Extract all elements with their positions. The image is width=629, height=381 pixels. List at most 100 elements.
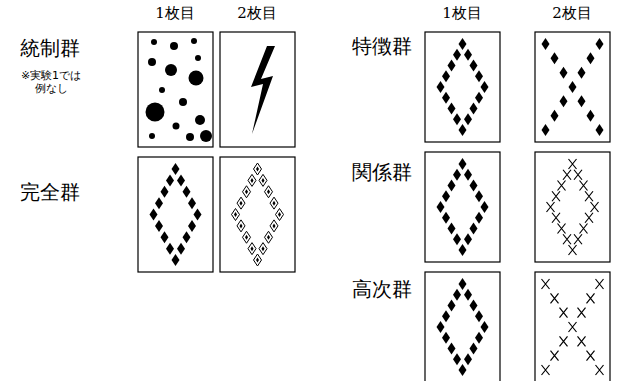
diamond-center (251, 178, 254, 183)
stimulus-card (425, 152, 500, 262)
diamond-mark (596, 38, 604, 50)
diamond-mark (448, 300, 456, 312)
stimulus-card (535, 152, 610, 262)
diamond-mark (437, 201, 445, 213)
dot (189, 71, 204, 86)
column-header: 1枚目 (155, 4, 195, 22)
stimulus-card (138, 32, 213, 147)
group-label: 関係群 (352, 160, 412, 184)
column-header: 2枚目 (552, 4, 592, 22)
diamond-mark (475, 190, 483, 202)
diamond-mark (177, 174, 185, 186)
card-frame (220, 32, 295, 147)
stimulus-card (425, 32, 500, 142)
group-label: 特徴群 (352, 34, 412, 58)
cross-mark (569, 322, 577, 332)
cross-mark (587, 351, 595, 361)
diamond-mark (459, 38, 467, 50)
diamond-mark (475, 310, 483, 322)
diamond-mark (464, 289, 472, 301)
diamond-mark (448, 60, 456, 72)
diamond-mark (448, 343, 456, 355)
hollow-diamond-mark (243, 231, 251, 243)
cross-mark (552, 191, 560, 201)
diamond-mark (448, 103, 456, 115)
hollow-diamond-mark (243, 186, 251, 198)
diamond-mark (442, 310, 450, 322)
diamond-mark (464, 49, 472, 61)
diamond-mark (442, 70, 450, 82)
diamond-center (278, 212, 281, 217)
card-frame (425, 152, 500, 262)
cross-mark (574, 170, 582, 180)
diamond-center (251, 246, 254, 251)
diamond-mark (470, 60, 478, 72)
diamond-mark (172, 254, 180, 266)
dot (159, 87, 165, 93)
diamond-mark (453, 49, 461, 61)
diamond-mark (475, 332, 483, 344)
cross-mark (558, 181, 566, 191)
diamond-mark (150, 209, 158, 221)
group-label: 統制群 (20, 36, 80, 60)
column-header: 2枚目 (237, 4, 277, 22)
cross-mark (596, 279, 604, 289)
diamond-mark (560, 95, 568, 107)
diamond-mark (470, 223, 478, 235)
diamond-center (240, 201, 243, 206)
diamond-center (267, 189, 270, 194)
cross-mark (587, 293, 595, 303)
diamond-mark (475, 212, 483, 224)
diamond-mark (453, 113, 461, 125)
diamond-mark (578, 67, 586, 79)
hollow-diamond-mark (232, 209, 240, 221)
cross-mark (552, 213, 560, 223)
diamond-mark (453, 169, 461, 181)
cross-mark (542, 279, 550, 289)
diamond-mark (442, 92, 450, 104)
cross-mark (551, 351, 559, 361)
diamond-mark (542, 38, 550, 50)
dot (148, 58, 156, 66)
group-label: 高次群 (352, 277, 412, 301)
card-frame (535, 272, 610, 381)
diamond-mark (542, 124, 550, 136)
diamond-mark (551, 52, 559, 64)
stimulus-card (535, 32, 610, 142)
cross-mark (596, 365, 604, 375)
cross-mark (551, 293, 559, 303)
diamond-mark (177, 243, 185, 255)
dot (186, 133, 194, 141)
dot (146, 103, 165, 122)
dot (195, 55, 201, 61)
diamond-mark (448, 180, 456, 192)
diamond-center (256, 258, 259, 263)
diamond-mark (442, 332, 450, 344)
diamond-mark (459, 364, 467, 376)
hollow-diamond-mark (259, 243, 267, 255)
lightning-bolt (251, 46, 275, 134)
dot (165, 64, 177, 76)
diamond-mark (587, 110, 595, 122)
dot (170, 42, 178, 50)
diamond-mark (155, 220, 163, 232)
diamond-mark (155, 197, 163, 209)
dot (151, 39, 157, 45)
diamond-mark (464, 113, 472, 125)
diamond-center (240, 223, 243, 228)
diamond-mark (166, 174, 174, 186)
card-frame (425, 272, 500, 381)
diamond-center (262, 178, 265, 183)
cross-mark (580, 181, 588, 191)
dot (173, 123, 180, 130)
diamond-mark (596, 124, 604, 136)
group-label: 完全群 (20, 180, 80, 204)
cross-mark (578, 336, 586, 346)
cross-mark (569, 159, 577, 169)
hollow-diamond-mark (270, 197, 278, 209)
diamond-mark (560, 67, 568, 79)
stimulus-card (138, 157, 213, 272)
diamond-mark (551, 110, 559, 122)
diamond-mark (464, 353, 472, 365)
